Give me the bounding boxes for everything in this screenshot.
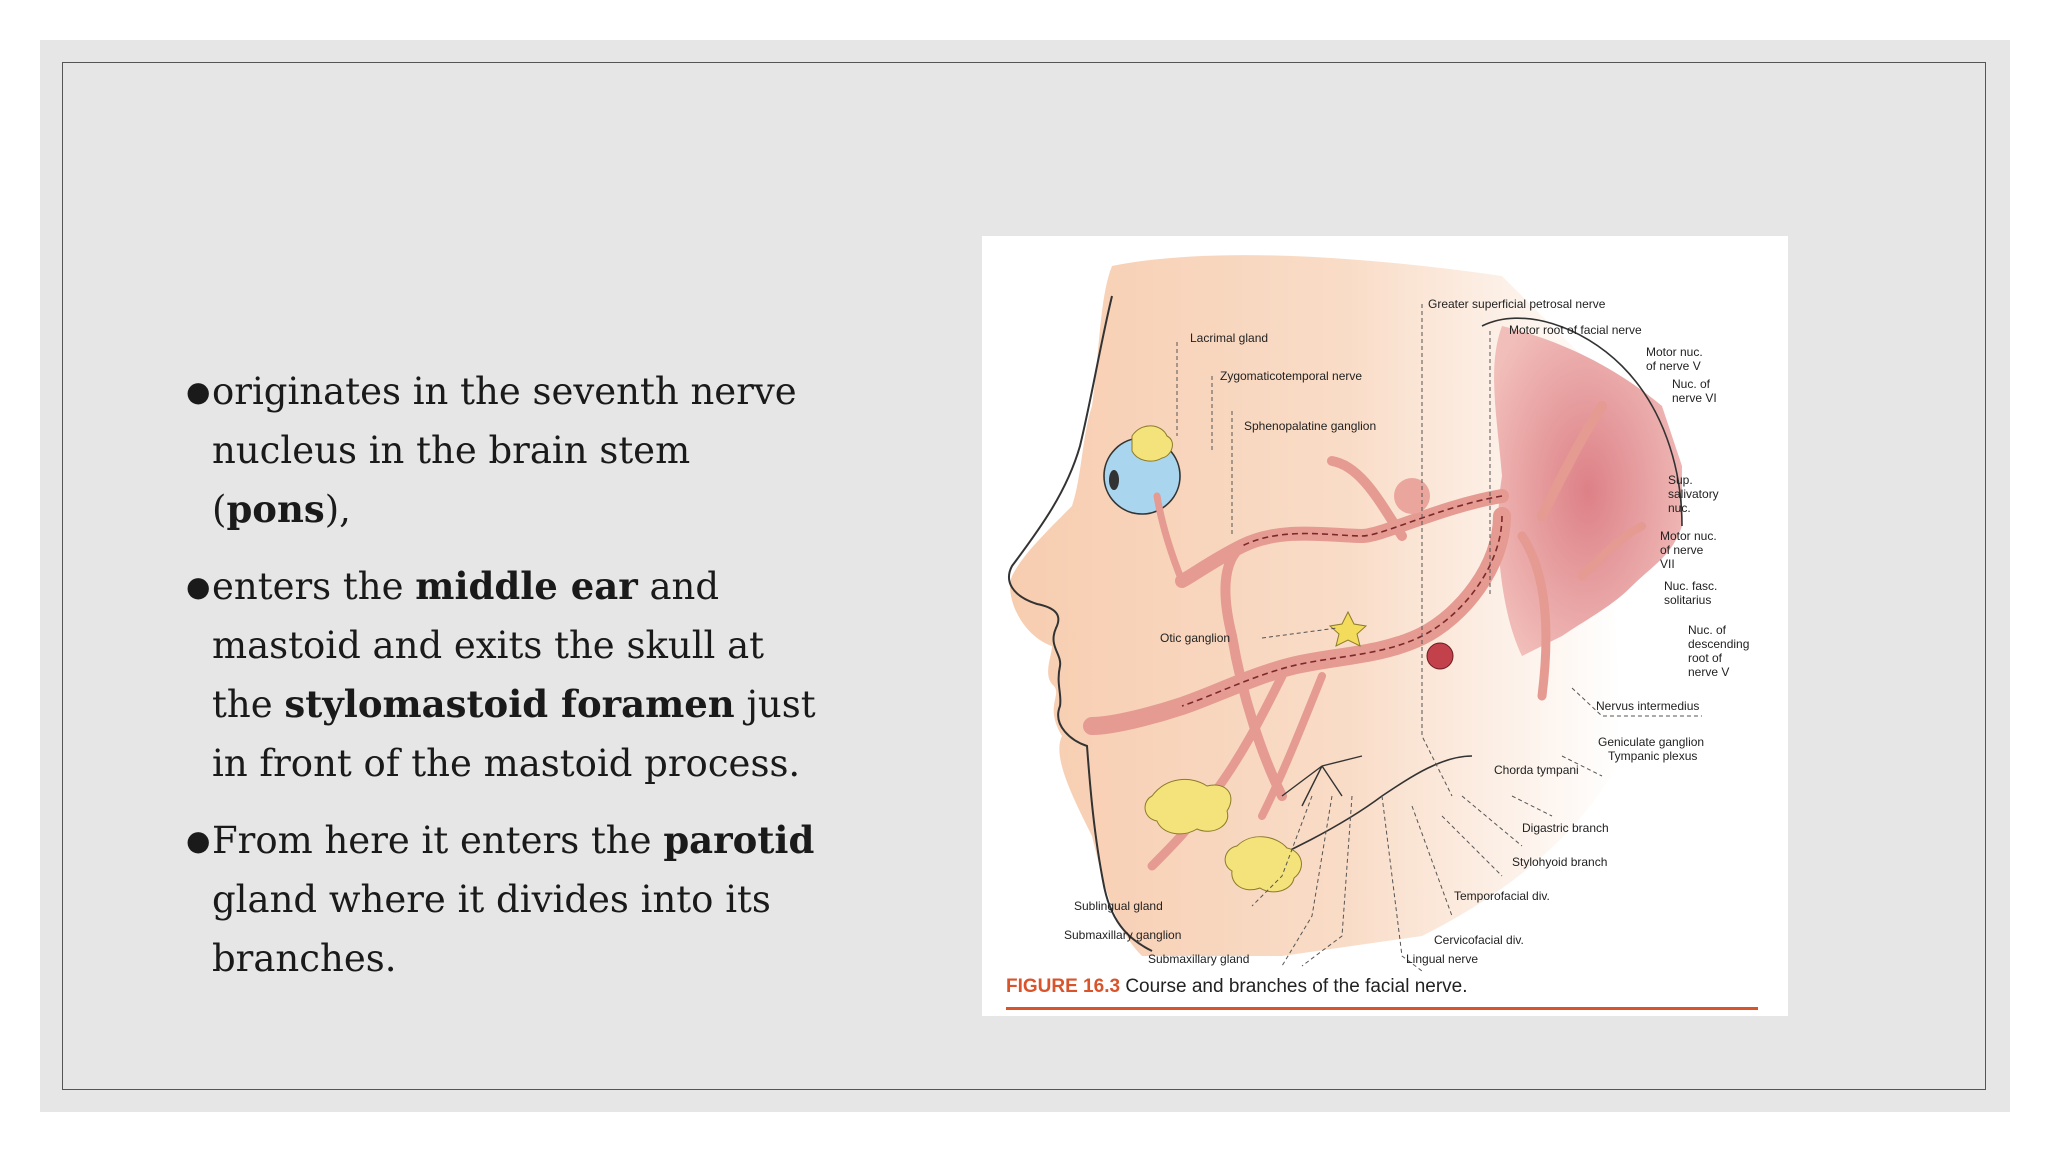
slide-border xyxy=(62,62,1986,1090)
figure-caption-text: Course and branches of the facial nerve. xyxy=(1120,976,1468,997)
label-geniculate: Geniculate ganglion xyxy=(1598,735,1704,749)
figure-number: FIGURE 16.3 xyxy=(1006,976,1121,997)
label-nuc-vi: Nuc. of xyxy=(1672,377,1711,391)
label-sublingual-gland: Sublingual gland xyxy=(1074,899,1163,913)
label-lingual-nerve: Lingual nerve xyxy=(1406,952,1478,966)
bullet-text: enters the xyxy=(212,565,416,608)
pupil xyxy=(1109,470,1119,490)
bullet-item-parotid: ● From here it enters the parotid gland … xyxy=(186,811,826,988)
otic-ganglion xyxy=(1328,610,1368,647)
leader-lines xyxy=(1176,304,1702,972)
bullet-dot: ● xyxy=(186,375,211,408)
label-greater-superficial-petrosal: Greater superficial petrosal nerve xyxy=(1428,297,1606,311)
sphenopalatine-ganglion xyxy=(1394,478,1430,514)
label-motor-nuc-vii-3: VII xyxy=(1660,557,1675,571)
bullet-text: originates in the seventh nerve nucleus … xyxy=(212,370,797,531)
label-stylohyoid: Stylohyoid branch xyxy=(1512,855,1607,869)
geniculate-ganglion xyxy=(1426,642,1454,670)
label-digastric: Digastric branch xyxy=(1522,821,1609,835)
label-cervicofacial: Cervicofacial div. xyxy=(1434,933,1524,947)
label-nuc-descending-3: root of xyxy=(1688,651,1723,665)
lacrimal-gland xyxy=(1131,425,1173,462)
label-motor-nuc-v: Motor nuc. xyxy=(1646,345,1703,359)
label-temporofacial: Temporofacial div. xyxy=(1454,889,1550,903)
label-sup-salivatory-3: nuc. xyxy=(1668,501,1691,515)
label-motor-nuc-vii: Motor nuc. xyxy=(1660,529,1717,543)
label-sphenopalatine: Sphenopalatine ganglion xyxy=(1244,419,1376,433)
submaxillary-gland xyxy=(1224,836,1302,893)
figure-caption: FIGURE 16.3 Course and branches of the f… xyxy=(1006,976,1468,998)
label-sup-salivatory-2: salivatory xyxy=(1668,487,1719,501)
bullet-text: ), xyxy=(324,488,351,531)
caption-rule xyxy=(1006,1007,1758,1010)
bullet-bold-text: pons xyxy=(226,487,325,531)
facial-branches xyxy=(1281,755,1363,807)
label-otic-ganglion: Otic ganglion xyxy=(1160,631,1230,645)
facial-nerve-illustration: Greater superficial petrosal nerve Motor… xyxy=(1008,255,1749,972)
face-profile xyxy=(1008,295,1153,952)
bullet-item-course: ● enters the middle ear and mastoid and … xyxy=(186,557,826,793)
bullet-text: From here it enters the xyxy=(212,819,664,862)
label-lacrimal-gland: Lacrimal gland xyxy=(1190,331,1268,345)
bullet-list: ● originates in the seventh nerve nucleu… xyxy=(186,362,826,1006)
label-nuc-fasc: Nuc. fasc. xyxy=(1664,579,1717,593)
label-sup-salivatory: Sup. xyxy=(1668,473,1693,487)
label-chorda-tympani: Chorda tympani xyxy=(1494,763,1579,777)
brainstem-outline xyxy=(1481,317,1683,527)
bullet-dot: ● xyxy=(186,570,211,603)
label-motor-nuc-vii-2: of nerve xyxy=(1660,543,1704,557)
bullet-text: just in front of the mastoid process. xyxy=(212,683,816,785)
label-nuc-vi-2: nerve VI xyxy=(1672,391,1717,405)
label-motor-nuc-v-2: of nerve V xyxy=(1646,359,1701,373)
label-submaxillary-ganglion: Submaxillary ganglion xyxy=(1064,928,1181,942)
brainstem xyxy=(1494,326,1682,656)
bullet-dot: ● xyxy=(186,824,211,857)
label-tympanic: Tympanic plexus xyxy=(1608,749,1697,763)
bullet-text: and mastoid and exits the skull at the xyxy=(212,565,765,726)
label-nuc-descending: Nuc. of xyxy=(1688,623,1727,637)
bullet-bold-text: parotid xyxy=(663,818,815,862)
label-nuc-descending-2: descending xyxy=(1688,637,1749,651)
label-motor-root: Motor root of facial nerve xyxy=(1509,323,1642,337)
bullet-text: gland where it divides into its branches… xyxy=(212,878,771,980)
facial-nerve-figure: Greater superficial petrosal nerve Motor… xyxy=(982,236,1788,1016)
bullet-bold-text: middle ear xyxy=(415,564,638,608)
label-submaxillary-gland: Submaxillary gland xyxy=(1148,952,1249,966)
label-nuc-descending-4: nerve V xyxy=(1688,665,1729,679)
label-zygomaticotemporal: Zygomaticotemporal nerve xyxy=(1220,369,1362,383)
bullet-bold-text: stylomastoid foramen xyxy=(284,682,735,726)
label-nuc-fasc-2: solitarius xyxy=(1664,593,1711,607)
sublingual-gland xyxy=(1144,778,1232,835)
nerve-fibres xyxy=(1181,495,1503,707)
bullet-item-origin: ● originates in the seventh nerve nucleu… xyxy=(186,362,826,539)
label-nervus-intermedius: Nervus intermedius xyxy=(1596,699,1699,713)
